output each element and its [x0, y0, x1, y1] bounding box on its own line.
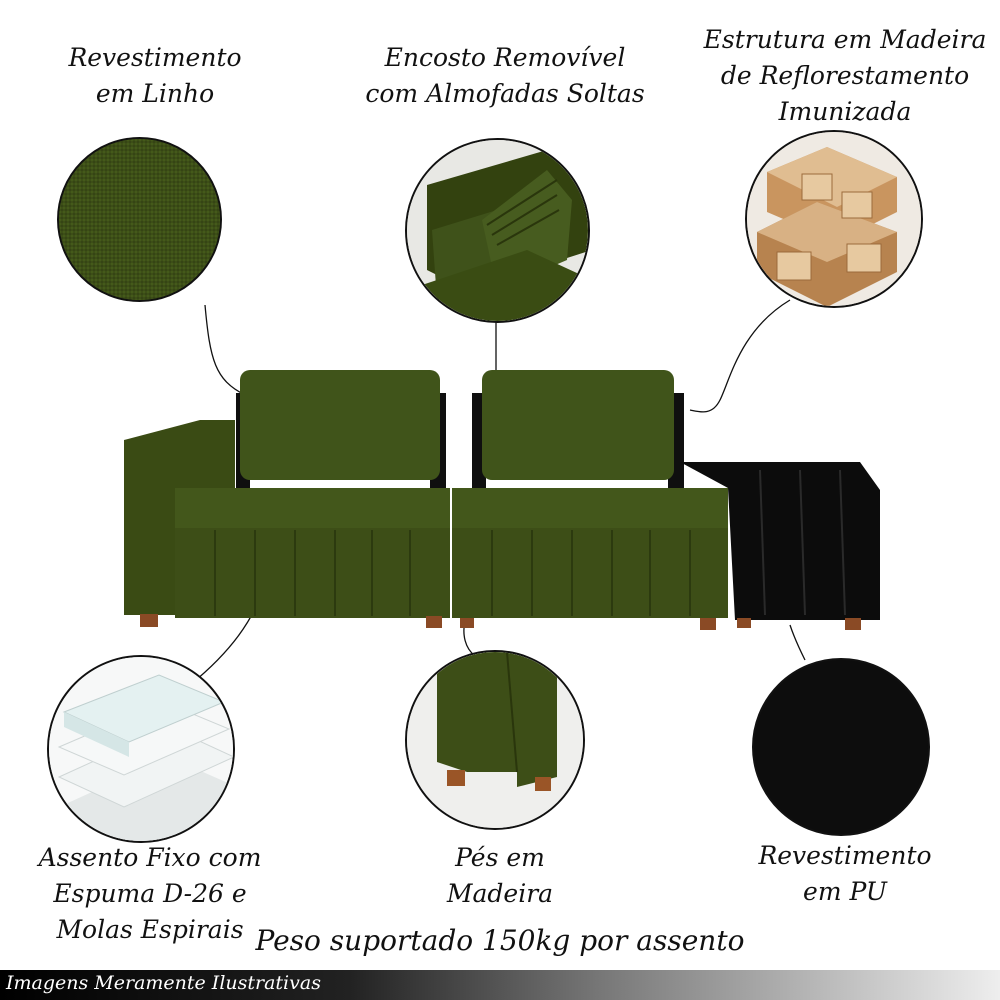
wood-planks-illustration	[747, 132, 921, 306]
label-seat: Assento Fixo com Espuma D-26 e Molas Esp…	[38, 843, 262, 944]
linen-texture	[59, 139, 220, 300]
wood-structure-detail	[745, 130, 923, 308]
label-feet: Pés em Madeira	[446, 843, 554, 908]
weight-caption: Peso suportado 150kg por assento	[255, 924, 745, 957]
pu-swatch	[752, 658, 930, 836]
label-pu: Revestimento em PU	[758, 841, 932, 906]
label-linen: Revestimento em Linho	[68, 43, 242, 108]
backrest-detail	[405, 138, 590, 323]
label-backrest: Encosto Removível com Almofadas Soltas	[365, 43, 645, 108]
label-structure: Estrutura em Madeira de Reflorestamento …	[703, 25, 987, 126]
linen-swatch	[57, 137, 222, 302]
foam-detail	[47, 655, 235, 843]
feet-detail	[405, 650, 585, 830]
disclaimer-text: Imagens Meramente Ilustrativas	[6, 972, 321, 994]
feet-illustration	[407, 652, 583, 828]
disclaimer-bar: Imagens Meramente Ilustrativas	[0, 970, 1000, 1000]
foam-layers-illustration	[49, 657, 233, 841]
backrest-illustration	[407, 140, 588, 321]
